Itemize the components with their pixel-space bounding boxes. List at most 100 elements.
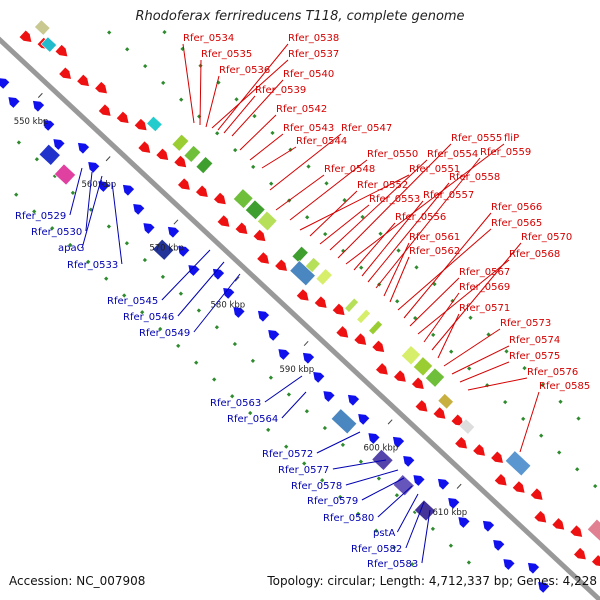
forward-gene-leader xyxy=(451,345,510,375)
gc-dot xyxy=(122,293,127,298)
forward-gene-label: Rfer_0535 xyxy=(201,49,252,60)
reverse-gene-label: apaG xyxy=(58,243,84,254)
reverse-gene-arrow-shape xyxy=(358,414,370,425)
reverse-gene-leader xyxy=(281,391,307,419)
reverse-gene-arrow-shape xyxy=(178,246,190,257)
forward-gene-arrow-shape xyxy=(433,407,446,419)
forward-gene-leader xyxy=(519,391,540,453)
gc-dot xyxy=(378,231,383,236)
forward-gene-leader xyxy=(231,79,284,137)
gc-dot xyxy=(106,224,112,229)
cog-block xyxy=(330,408,358,435)
forward-gene-arrow xyxy=(473,444,485,456)
forward-gene-arrow xyxy=(174,155,187,168)
forward-gene-arrow-shape xyxy=(573,547,586,560)
reverse-gene-label: Rfer_0564 xyxy=(227,414,278,425)
tick-mark xyxy=(173,219,179,225)
reverse-gene-leader xyxy=(316,431,361,454)
cog-block xyxy=(232,188,254,209)
forward-gene-arrow-shape xyxy=(116,111,129,124)
gc-dot xyxy=(340,442,346,447)
forward-gene-label: Rfer_0576 xyxy=(527,367,578,378)
forward-gene-arrow xyxy=(77,74,89,87)
reverse-gene-arrow xyxy=(43,120,55,131)
gc-dot xyxy=(320,478,325,483)
reverse-gene-arrow xyxy=(133,204,145,215)
reverse-gene-label: Rfer_0579 xyxy=(307,496,358,507)
forward-gene-label: Rfer_0554 xyxy=(427,149,478,160)
cog-block-rect xyxy=(368,320,383,336)
reverse-gene-leader xyxy=(264,375,303,403)
forward-gene-label: Rfer_0551 xyxy=(409,164,460,175)
forward-gene-label: Rfer_0568 xyxy=(509,249,560,260)
topology-summary: Topology: circular; Length: 4,712,337 bp… xyxy=(267,574,597,588)
forward-gene-arrow-shape xyxy=(195,185,208,198)
gc-dot xyxy=(539,433,544,438)
forward-gene-arrow xyxy=(573,547,586,560)
cog-block-rect xyxy=(330,408,358,435)
forward-gene-leader xyxy=(299,174,410,231)
cog-block xyxy=(146,115,163,133)
forward-gene-arrow xyxy=(552,518,565,530)
forward-gene-arrow xyxy=(19,30,32,42)
forward-gene-arrow-shape xyxy=(336,326,349,338)
forward-gene-leader xyxy=(261,146,297,169)
reverse-gene-arrow xyxy=(413,475,425,486)
forward-gene-label: Rfer_0547 xyxy=(341,123,392,134)
reverse-gene-leader xyxy=(377,485,413,518)
gc-dot xyxy=(430,526,436,531)
gc-dot xyxy=(162,30,167,35)
reverse-gene-arrow-shape xyxy=(88,162,100,173)
cog-block xyxy=(53,163,77,186)
tick-label: 570 kbp xyxy=(149,243,184,253)
reverse-gene-label: Rfer_0529 xyxy=(15,211,66,222)
forward-gene-arrow-shape xyxy=(411,377,424,390)
forward-gene-arrow xyxy=(195,185,208,198)
reverse-gene-arrow xyxy=(493,540,505,551)
forward-gene-leader xyxy=(211,59,289,129)
forward-gene-label: Rfer_0585 xyxy=(539,381,590,392)
gc-dot xyxy=(557,450,562,455)
reverse-gene-arrow xyxy=(392,436,405,448)
cog-block xyxy=(504,450,532,477)
forward-gene-arrow xyxy=(433,407,446,419)
forward-gene-arrow xyxy=(235,222,248,234)
cog-block-rect xyxy=(183,144,202,163)
forward-gene-arrow xyxy=(314,296,327,308)
forward-gene-label: Rfer_0570 xyxy=(521,232,572,243)
gc-dot xyxy=(266,427,271,432)
cog-block-rect xyxy=(171,133,190,152)
gc-dot xyxy=(306,164,311,169)
reverse-gene-arrow xyxy=(403,456,415,467)
forward-gene-arrow xyxy=(55,44,68,57)
tick-mark xyxy=(37,92,43,98)
reverse-gene-arrow xyxy=(313,372,325,383)
reverse-gene-leader xyxy=(332,459,387,470)
reverse-gene-label: Rfer_0580 xyxy=(323,513,374,524)
forward-gene-arrow xyxy=(354,333,367,345)
cog-block-rect xyxy=(195,156,214,175)
forward-gene-label: Rfer_0565 xyxy=(491,218,542,229)
reverse-gene-arrow-shape xyxy=(437,478,450,490)
gc-dot xyxy=(215,131,220,136)
gc-dot xyxy=(575,467,580,472)
cog-block xyxy=(315,268,333,286)
cog-block xyxy=(244,199,266,221)
gc-dot xyxy=(233,147,238,153)
gc-dot xyxy=(338,494,343,500)
cog-block xyxy=(256,210,278,232)
cog-block xyxy=(183,144,202,163)
forward-gene-label: Rfer_0575 xyxy=(509,351,560,362)
reverse-gene-leader xyxy=(111,181,123,265)
gc-dot xyxy=(70,190,76,195)
gc-dot xyxy=(448,543,454,548)
forward-gene-arrow-shape xyxy=(134,118,147,131)
cog-block-rect xyxy=(256,210,278,232)
forward-gene-leader xyxy=(459,361,510,383)
gc-dot xyxy=(431,332,436,337)
forward-gene-arrow-shape xyxy=(491,451,503,463)
reverse-gene-leader xyxy=(81,175,103,248)
reverse-gene-arrow xyxy=(347,394,360,406)
forward-gene-leader xyxy=(345,143,505,265)
forward-gene-label: Rfer_0566 xyxy=(491,202,542,213)
